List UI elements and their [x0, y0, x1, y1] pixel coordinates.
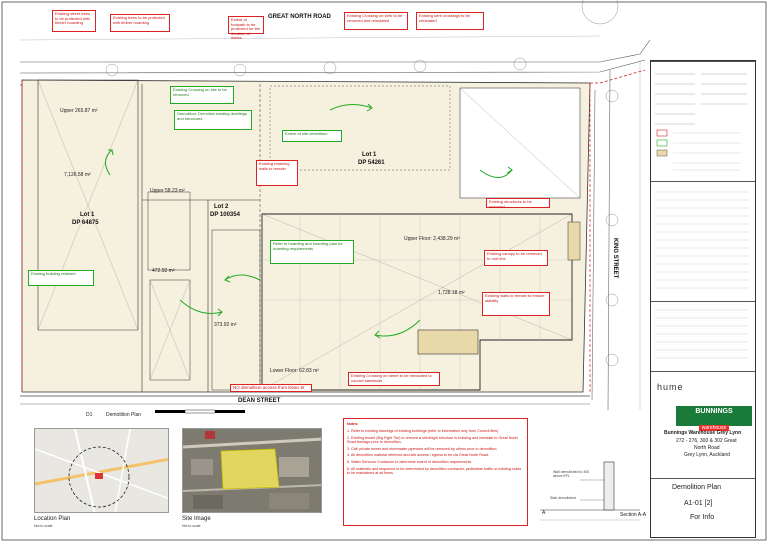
note-kerb-crossings: Existing kerb crossings to be reinstated — [416, 12, 484, 30]
notes-panel — [651, 181, 755, 301]
canopy-hatch — [417, 329, 479, 355]
area-upper-left: Upper 265.87 m² — [60, 108, 98, 114]
address-line-2: North Road — [694, 445, 720, 451]
note-item-2: 2. Existing tenant (Big Fight Tire) to r… — [347, 435, 518, 444]
lot-dp-left: DP 64875 — [72, 220, 99, 226]
note-item-3: 3. Civil private sewer and stormwater pi… — [347, 446, 498, 451]
drawing-status: For Info — [690, 514, 715, 521]
notes-heading: Notes: — [347, 422, 359, 426]
note-crossing-kerb: Existing Crossing on kerb to be removed … — [344, 12, 408, 30]
ne-building-cross — [459, 87, 581, 199]
scale-bar — [155, 409, 245, 414]
lot-dp-mid-2: DP 100354 — [210, 212, 240, 218]
location-plan-label: Location Plan — [34, 516, 71, 522]
bunnings-sub: warehouse — [698, 425, 730, 431]
building-mid-cross — [149, 279, 191, 381]
note-item-6: 6. All materials and sequence to be dete… — [347, 467, 522, 476]
main-warehouse-cross — [261, 213, 573, 391]
area-upper-mid: Upper 58.23 m² — [150, 188, 185, 194]
hume-panel: hume — [651, 371, 755, 407]
road-kerb-north — [19, 59, 646, 74]
note-walls-stability: Existing walls to remain to ensure stabi… — [482, 292, 550, 316]
note-street-trees: Existing street trees to be protected wi… — [52, 10, 96, 32]
road-label-north: GREAT NORTH ROAD — [268, 14, 331, 20]
site-image-label: Site Image — [182, 516, 211, 522]
area-a1: 472.92 m² — [152, 268, 175, 274]
section-wall-label: Wall demolished to 300 above EFL — [553, 470, 590, 478]
location-plan-sub: Not to scale — [34, 524, 53, 528]
note-green-demolish: Demolition: Demolish existing dwellings … — [174, 110, 252, 130]
hume-logo: hume — [657, 382, 684, 392]
boundary-north — [19, 69, 646, 86]
king-st-hatch — [567, 221, 581, 261]
building-mid-1 — [147, 191, 191, 271]
note-green-hoarding: Refer to hoarding and hoarding plan for … — [270, 240, 354, 264]
demolition-arrows — [105, 103, 513, 339]
building-mid-2 — [149, 279, 191, 381]
section-detail — [540, 461, 640, 521]
lot-label-left: Lot 1 — [80, 212, 95, 218]
address-line-1: 272 - 276, 300 & 302 Great — [676, 438, 737, 444]
king-st-west — [591, 89, 596, 401]
area-a2: 373.92 m² — [214, 322, 237, 328]
section-slab-label: Slab demolished — [550, 496, 576, 500]
bunnings-brand: BUNNINGS — [695, 408, 733, 415]
note-item-1: 1. Refer to existing drawings of existin… — [347, 428, 499, 433]
section-marker: A — [542, 510, 546, 516]
road-label-south: DEAN STREET — [238, 398, 281, 404]
building-left-cross — [37, 79, 139, 331]
lot-label-mid: Lot 1 — [362, 152, 377, 158]
note-green-retained: Existing building retained — [28, 270, 94, 286]
note-structures: Existing structures to be removed — [486, 198, 550, 208]
general-notes: Notes: 1. Refer to existing drawings of … — [343, 418, 528, 526]
site-image — [182, 428, 322, 513]
note-green-extent: Extent of site demolition — [282, 130, 342, 142]
title-block: hume — [650, 60, 756, 538]
drawing-title: Demolition Plan — [672, 484, 722, 491]
road-centre — [19, 35, 601, 41]
note-retaining-walls: Existing retaining walls to remain — [256, 160, 298, 186]
note-footpath: Extent of footpath to be protected for t… — [228, 16, 264, 40]
drawing-tag: D1 — [86, 412, 93, 418]
drawing-label: Demolition Plan — [106, 412, 142, 418]
lot-label-mid-2: Lot 2 — [214, 204, 229, 210]
revisions-panel — [651, 301, 755, 371]
note-item-5: 5. Water Services Contractor to determin… — [347, 460, 473, 465]
lot-dp-mid: DP 54261 — [358, 160, 385, 166]
street-trees — [105, 0, 619, 367]
note-crossing-street: Existing Crossing on street to be reinst… — [348, 372, 440, 386]
note-canopy: Existing canopy to be removed to roof li… — [484, 250, 548, 266]
address-line-3: Grey Lynn, Auckland — [684, 452, 730, 458]
lot-area-left: 7,126.58 m² — [64, 172, 91, 178]
road-label-east: KING STREET — [612, 238, 618, 279]
note-item-4: 4. All demolition material retrieved and… — [347, 453, 490, 458]
note-no-demolition: NO demolition access from Dean St — [230, 384, 312, 392]
king-st-east — [607, 69, 611, 411]
legend-panel — [651, 61, 755, 181]
project-name: Bunnings Warehouse Grey Lynn — [664, 430, 742, 436]
section-label: Section A-A — [620, 512, 647, 518]
drawing-number: A1-01 [2] — [684, 500, 713, 507]
location-plan-image — [34, 428, 169, 513]
area-upper-floor: Upper Floor: 2,438.29 m² — [404, 236, 460, 242]
site-image-sub: Not to scale — [182, 524, 201, 528]
bunnings-logo: BUNNINGS warehouse — [676, 406, 752, 431]
area-lower-floor: Lower Floor: 62.83 m² — [270, 368, 319, 374]
road-edge-north — [20, 39, 651, 63]
area-main: 1,728.18 m² — [438, 290, 465, 296]
north-building — [269, 85, 451, 171]
note-green-crossing: Existing Crossing on site to be removed — [170, 86, 234, 104]
note-trees-protected: Existing trees to be protected with timb… — [110, 14, 170, 32]
